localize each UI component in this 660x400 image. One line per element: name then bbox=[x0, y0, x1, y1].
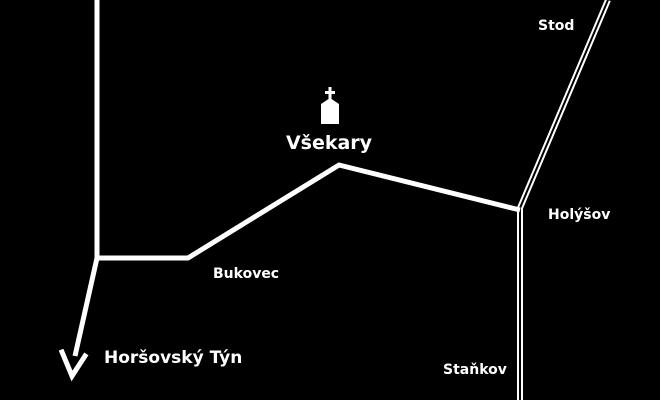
road-to-horsovsky-tyn bbox=[72, 257, 100, 357]
place-label-stankov: Staňkov bbox=[443, 362, 507, 378]
place-label-vsekary: Všekary bbox=[286, 132, 373, 154]
arrow-down-icon bbox=[58, 348, 89, 382]
place-label-bukovec: Bukovec bbox=[213, 266, 279, 282]
road-bukovec-vsekary-holysov bbox=[97, 162, 521, 261]
destination-label-horsovsky-tyn: Horšovský Týn bbox=[104, 348, 242, 368]
place-label-holysov: Holýšov bbox=[548, 207, 610, 223]
road-network bbox=[72, 0, 521, 357]
church-icon bbox=[321, 87, 339, 124]
place-label-stod: Stod bbox=[538, 18, 574, 34]
